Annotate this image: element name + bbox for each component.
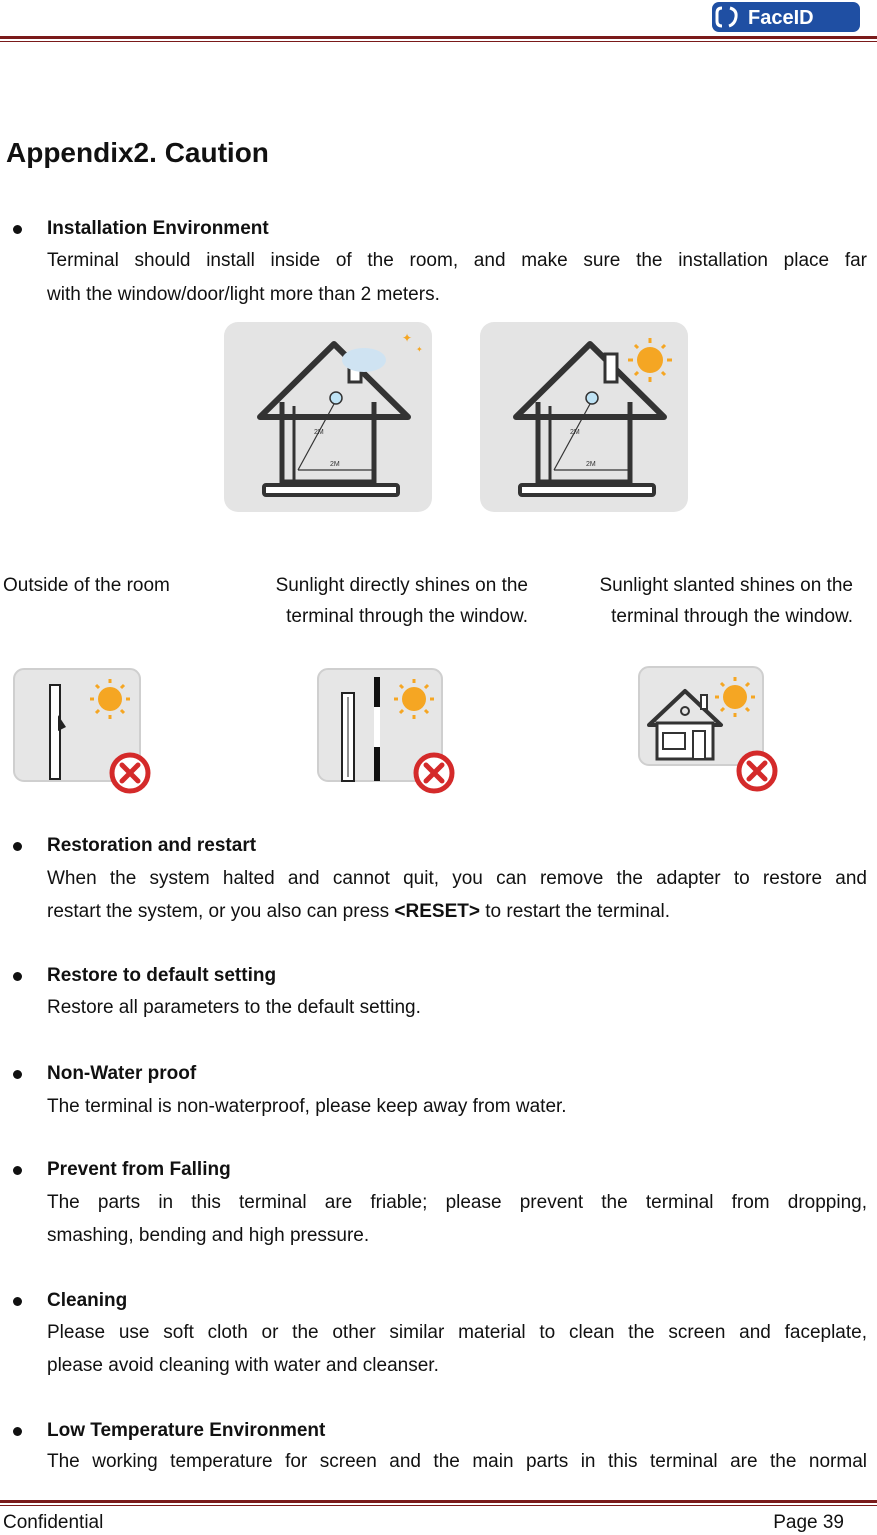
bullet: [13, 842, 22, 851]
measure-horizontal: 2M: [330, 461, 340, 468]
svg-text:✦: ✦: [416, 345, 423, 354]
caption-direct-1: Sunlight directly shines on the: [275, 575, 528, 596]
faceid-logo: FaceID: [712, 2, 860, 32]
restoration-text-1: When the system halted and cannot quit, …: [47, 868, 867, 889]
header-rule: [0, 36, 877, 39]
footer-rule-thin: [0, 1505, 877, 1506]
low-temp-text-1: The working temperature for screen and t…: [47, 1451, 867, 1472]
bullet: [13, 972, 22, 981]
caption-outside: Outside of the room: [3, 575, 170, 596]
warning-slanted-image: [637, 665, 779, 802]
installation-text-1: Terminal should install inside of the ro…: [47, 250, 867, 271]
section-title-default: Restore to default setting: [47, 965, 277, 986]
installation-text-2: with the window/door/light more than 2 m…: [47, 284, 440, 305]
restoration-text-2-post: to restart the terminal.: [479, 901, 671, 922]
header-rule-thin: [0, 41, 877, 42]
svg-text:✦: ✦: [402, 331, 412, 345]
bullet: [13, 1297, 22, 1306]
default-text-1: Restore all parameters to the default se…: [47, 997, 421, 1018]
section-title-falling: Prevent from Falling: [47, 1159, 231, 1180]
footer-page-number: Page 39: [773, 1512, 844, 1533]
caption-slanted-2: terminal through the window.: [611, 606, 853, 627]
bullet: [13, 1427, 22, 1436]
caption-direct-2: terminal through the window.: [286, 606, 528, 627]
section-title-restoration: Restoration and restart: [47, 835, 257, 856]
house-day-image: 2M 2M: [480, 322, 688, 517]
warning-outside-image: [12, 667, 154, 804]
footer-rule: [0, 1500, 877, 1503]
section-title-cleaning: Cleaning: [47, 1290, 128, 1311]
cleaning-text-1: Please use soft cloth or the other simil…: [47, 1322, 867, 1343]
footer-confidential: Confidential: [3, 1512, 104, 1533]
logo-text: FaceID: [748, 7, 814, 29]
house-night-image: 2M 2M ✦ ✦: [224, 322, 432, 517]
falling-text-1: The parts in this terminal are friable; …: [47, 1192, 867, 1213]
section-title-low-temp: Low Temperature Environment: [47, 1420, 326, 1441]
measure-diagonal: 2M: [570, 429, 580, 436]
reset-key-label: <RESET>: [394, 901, 480, 922]
water-text-1: The terminal is non-waterproof, please k…: [47, 1096, 567, 1117]
measure-diagonal: 2M: [314, 429, 324, 436]
restoration-text-2-pre: restart the system, or you also can pres…: [47, 901, 395, 922]
page-title: Appendix2. Caution: [6, 137, 269, 168]
bullet: [13, 1166, 22, 1175]
bullet: [13, 225, 22, 234]
restoration-text-2: restart the system, or you also can pres…: [47, 896, 670, 928]
section-title-installation: Installation Environment: [47, 218, 269, 239]
warning-direct-image: [316, 667, 458, 804]
section-title-water: Non-Water proof: [47, 1063, 197, 1084]
falling-text-2: smashing, bending and high pressure.: [47, 1225, 370, 1246]
measure-horizontal: 2M: [586, 461, 596, 468]
cleaning-text-2: please avoid cleaning with water and cle…: [47, 1355, 439, 1376]
caption-slanted-1: Sunlight slanted shines on the: [599, 575, 853, 596]
bullet: [13, 1070, 22, 1079]
